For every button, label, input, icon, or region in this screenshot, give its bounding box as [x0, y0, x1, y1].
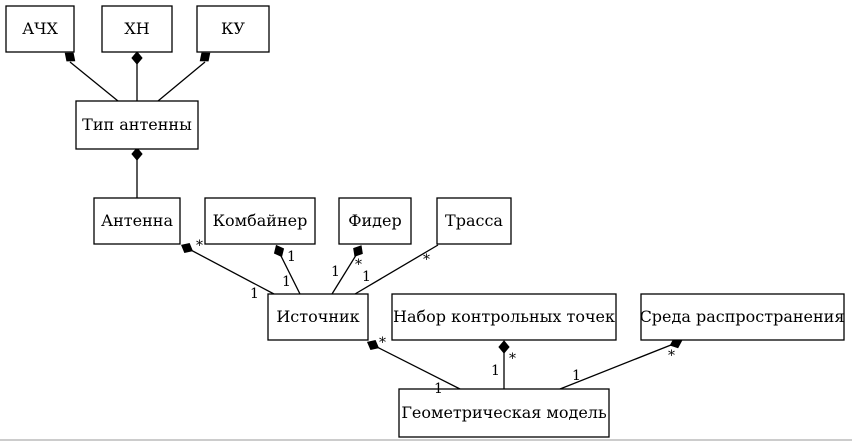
node-ku-box — [196, 5, 270, 53]
node-antenna-type[interactable]: Тип антенны — [75, 100, 199, 150]
node-xn-box — [101, 5, 173, 53]
edge-antenna-source — [186, 247, 275, 295]
mult-feeder-1a: 1 — [331, 264, 340, 280]
mult-source-geo-1: 1 — [434, 381, 443, 397]
node-medium-label: Среда распространения — [640, 307, 845, 326]
mult-source-star: * — [379, 335, 386, 351]
edges — [69, 61, 677, 390]
diamond-checkpoints — [498, 340, 510, 354]
node-antenna-type-label: Тип антенны — [82, 115, 192, 134]
diamond-achx — [64, 52, 76, 62]
multiplicities: * 1 1 1 1 * 1 * * 1 * 1 1 * — [196, 238, 675, 397]
diamond-combiner — [273, 244, 285, 258]
mult-medium-star: * — [668, 348, 675, 364]
node-source-label: Источник — [276, 307, 359, 326]
mult-trace-star: * — [423, 252, 430, 268]
node-feeder-label: Фидер — [348, 211, 402, 230]
diamond-source — [366, 339, 380, 351]
node-ku[interactable]: КУ — [196, 5, 270, 53]
node-trace-label: Трасса — [445, 211, 503, 230]
diamond-antenna-type — [131, 147, 143, 161]
edge-achx-antenna-type — [69, 61, 119, 102]
node-source[interactable]: Источник — [267, 293, 369, 341]
diamond-antenna — [181, 243, 193, 253]
edge-source-geomodel — [372, 344, 461, 390]
edge-combiner-source — [278, 251, 301, 295]
node-geomodel-label: Геометрическая модель — [401, 403, 607, 422]
mult-antenna-source-1: 1 — [250, 286, 259, 302]
edge-feeder-source — [331, 251, 359, 295]
node-achx-label: АЧХ — [22, 19, 58, 38]
edge-ku-antenna-type — [157, 61, 206, 102]
mult-feeder-1b: 1 — [362, 269, 371, 285]
mult-medium-1: 1 — [572, 368, 581, 384]
node-antenna-box — [93, 197, 181, 245]
mult-checkpoints-1: 1 — [491, 363, 500, 379]
diamond-feeder — [353, 245, 363, 257]
edge-medium-geomodel — [559, 342, 677, 390]
node-geomodel[interactable]: Геометрическая модель — [398, 388, 610, 438]
diamond-ku — [199, 52, 211, 62]
node-trace-box — [436, 197, 512, 245]
node-combiner-box — [204, 197, 316, 245]
node-checkpoints[interactable]: Набор контрольных точек — [391, 293, 617, 341]
node-achx[interactable]: АЧХ — [5, 5, 75, 53]
node-source-box — [267, 293, 369, 341]
node-trace[interactable]: Трасса — [436, 197, 512, 245]
edge-trace-source — [354, 244, 439, 295]
mult-checkpoints-star: * — [509, 351, 516, 367]
node-ku-label: КУ — [221, 19, 245, 38]
node-combiner[interactable]: Комбайнер — [204, 197, 316, 245]
node-feeder[interactable]: Фидер — [338, 197, 412, 245]
node-geomodel-box — [398, 388, 610, 438]
node-checkpoints-label: Набор контрольных точек — [393, 307, 615, 326]
node-xn-label: ХН — [124, 19, 149, 38]
node-antenna-type-box — [75, 100, 199, 150]
node-medium-box — [640, 293, 845, 341]
node-antenna[interactable]: Антенна — [93, 197, 181, 245]
mult-antenna-star: * — [196, 238, 203, 254]
node-antenna-label: Антенна — [101, 211, 173, 230]
diamond-xn — [131, 51, 143, 65]
node-combiner-label: Комбайнер — [213, 211, 308, 230]
node-checkpoints-box — [391, 293, 617, 341]
mult-feeder-star: * — [355, 257, 362, 273]
mult-combiner-1b: 1 — [282, 274, 291, 290]
node-feeder-box — [338, 197, 412, 245]
node-medium[interactable]: Среда распространения — [640, 293, 845, 341]
mult-combiner-1a: 1 — [287, 249, 296, 265]
node-xn[interactable]: ХН — [101, 5, 173, 53]
node-achx-box — [5, 5, 75, 53]
